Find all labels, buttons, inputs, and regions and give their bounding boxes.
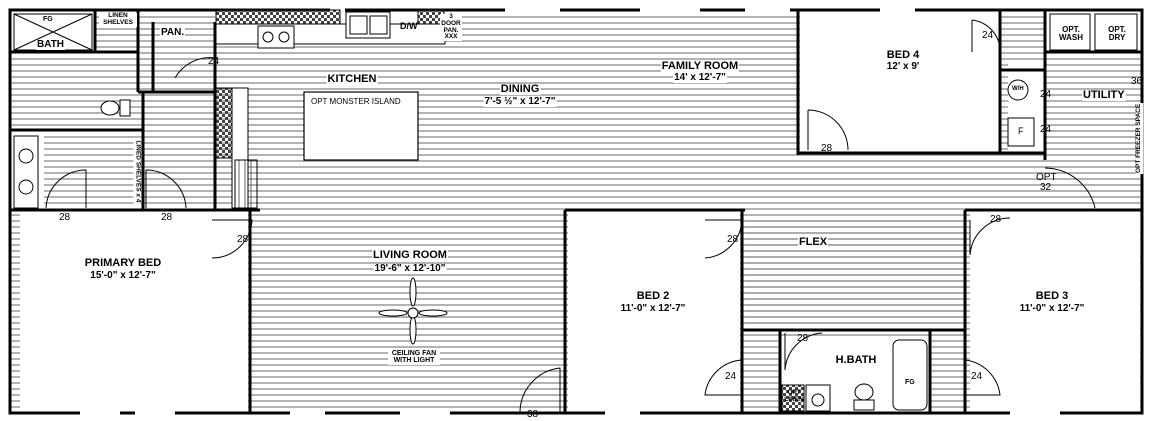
door-pan-label: 3 DOOR PAN. XXX [440,13,462,42]
door-primary-right: 28 [161,212,173,223]
ceiling-fan-label: CEILING FAN WITH LIGHT [388,350,440,365]
door-wh: 24 [1040,89,1052,100]
primary-bed-dim: 15'-0" x 12'-7" [89,270,157,281]
family-room-dim: 14' x 12'-7" [673,72,727,83]
door-primary-left: 28 [59,212,71,223]
door-opt-32: 32 [1040,182,1052,193]
opt-linen-label: OPT LINEN [784,389,804,403]
door-bed4-closet: 24 [982,30,994,41]
door-bed3-closet: 24 [971,371,983,382]
door-bed2-closet: 24 [725,371,737,382]
door-utility-36: 36 [1131,76,1143,87]
door-entry: 38 [527,409,539,420]
opt-wash-label: OPT. WASH [1054,25,1088,43]
door-primary-bed: 28 [237,234,249,245]
furnace-label: F [1018,126,1024,136]
hbath-label: H.BATH [834,354,878,366]
cooktop-icon [257,25,295,49]
pantry-label: PAN. [160,27,186,38]
bath-label: BATH [36,39,66,50]
door-pantry: 24 [208,56,220,67]
bed3-label: BED 3 [1034,290,1070,302]
hbath-tub-icon [892,339,928,411]
opt-label: OPT [1036,172,1057,183]
living-room-label: LIVING ROOM [372,249,448,261]
wh-label: W/H [1012,86,1024,92]
lined-shelves-label: LINED SHELVES x 4 [133,139,142,204]
door-hbath: 28 [797,333,809,344]
opt-dry-label: OPT. DRY [1100,25,1134,43]
living-room-dim: 19'-6" x 12'-10" [373,263,447,274]
linen-shelves-label: LINEN SHELVES [99,12,137,27]
bed2-label: BED 2 [635,290,671,302]
dw-label: D/W [400,21,418,31]
utility-label: UTILITY [1082,89,1126,101]
primary-bed-label: PRIMARY BED [83,257,163,269]
kitchen-label: KITCHEN [326,73,378,85]
furnace-icon [1007,117,1035,147]
bed2-dim: 11'-0" x 12'-7" [619,303,687,314]
door-furnace: 24 [1040,124,1052,135]
opt-freezer-label: OPT FREEZER SPACE [1135,102,1144,175]
bed3-dim: 11'-0" x 12'-7" [1018,303,1086,314]
dining-label: DINING [499,83,541,95]
door-bed2: 28 [727,234,739,245]
bath-fg-label: FG [43,16,53,23]
door-bed3: 28 [990,214,1002,225]
monster-island-label: OPT MONSTER ISLAND [310,97,402,106]
family-room-label: FAMILY ROOM [660,60,740,72]
bed4-dim: 12' x 9' [885,61,921,72]
bed4-label: BED 4 [885,49,921,61]
ceiling-fan-icon [378,277,448,345]
hbath-fg-label: FG [905,379,915,386]
water-heater-icon [1007,79,1029,101]
door-bed4: 28 [821,143,833,154]
dining-dim: 7'-5 ½" x 12'-7" [483,96,557,107]
flex-label: FLEX [797,236,829,248]
